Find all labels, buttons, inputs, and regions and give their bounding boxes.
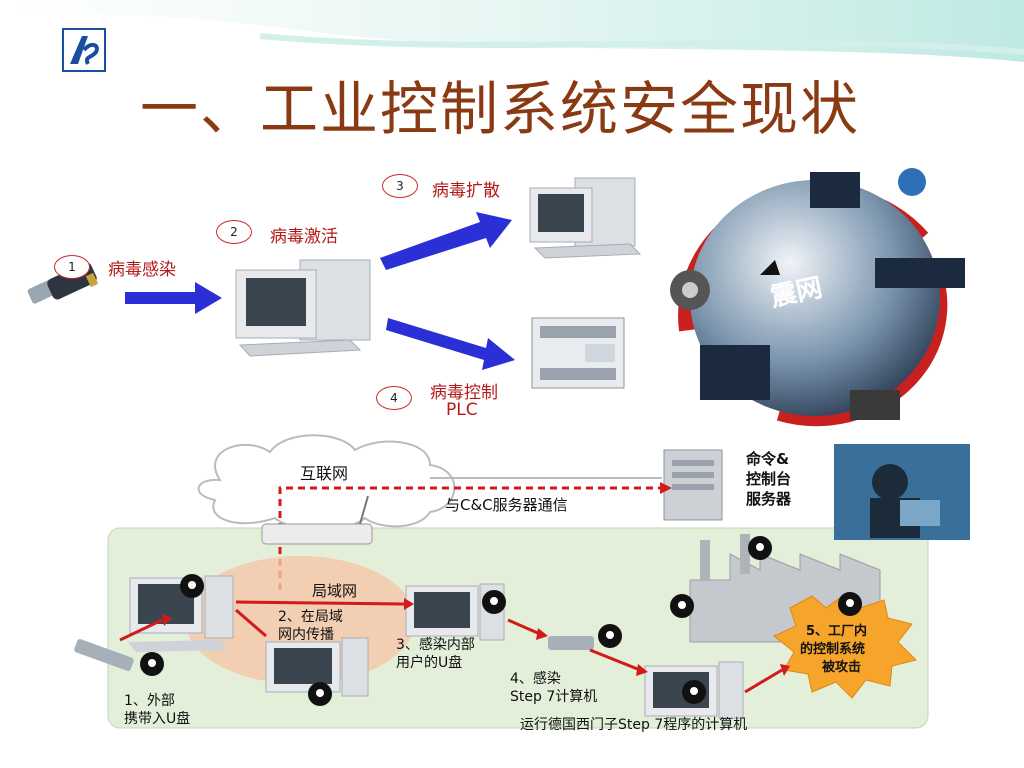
cc-server-icon <box>663 449 723 521</box>
server-label-line-1: 命令& <box>746 450 790 468</box>
lan-label: 局域网 <box>312 582 358 600</box>
plc-device-icon <box>531 317 625 389</box>
step5-line-1: 5、工厂内 <box>806 624 868 639</box>
step-2-label: 病毒激活 <box>270 227 338 247</box>
step2-line-2: 网内传播 <box>278 627 334 643</box>
attack-path-diagram <box>74 434 970 729</box>
step5-line-2: 的控制系统 <box>800 642 866 657</box>
step-4-number: 4 <box>376 386 412 410</box>
step2-line-1: 2、在局域 <box>278 609 343 625</box>
attacker-photo <box>834 444 970 540</box>
server-label-line-2: 控制台 <box>746 470 792 488</box>
pc-1-icon <box>128 575 234 652</box>
step5-line-3: 被攻击 <box>822 660 862 675</box>
spread-computer-icon <box>529 177 642 259</box>
pc-2-icon <box>265 637 369 697</box>
internet-cloud-icon <box>197 434 456 531</box>
step1-line-2: 携带入U盘 <box>124 711 191 727</box>
cc-comm-label: 与C&C服务器通信 <box>445 496 568 514</box>
step-4-label: 病毒控制 <box>430 383 498 403</box>
arrow-1-icon <box>125 282 222 314</box>
infection-flow-diagram <box>27 168 965 427</box>
attack-arrows <box>119 598 790 694</box>
step4-line-2: Step 7计算机 <box>510 689 598 705</box>
step3-line-1: 3、感染内部 <box>396 637 475 653</box>
router-icon <box>261 495 373 545</box>
logo-icon <box>70 36 99 65</box>
pc-3-icon <box>405 583 505 641</box>
step3-line-2: 用户的U盘 <box>396 655 463 671</box>
stuxnet-globe-icon <box>670 168 965 427</box>
internet-label: 互联网 <box>300 464 349 483</box>
arrow-to-spread-icon <box>380 212 512 270</box>
footer-label: 运行德国西门子Step 7程序的计算机 <box>520 717 748 733</box>
usb-internal-icon <box>548 636 594 650</box>
header-swoosh <box>0 0 1024 62</box>
step-4-label-plc: PLC <box>446 400 478 420</box>
usb-external-icon <box>74 639 134 671</box>
step-1-number: 1 <box>54 255 90 279</box>
step-2-number: 2 <box>216 220 252 244</box>
step-3-number: 3 <box>382 174 418 198</box>
server-label-line-3: 服务器 <box>746 490 792 508</box>
step4-line-1: 4、感染 <box>510 671 561 687</box>
step-3-label: 病毒扩散 <box>432 181 500 201</box>
step1-line-1: 1、外部 <box>124 693 175 709</box>
page-title: 一、工业控制系统安全现状 <box>140 75 861 143</box>
step-1-label: 病毒感染 <box>108 260 176 280</box>
cc-dashed-path <box>278 486 660 590</box>
arrow-to-plc-icon <box>386 318 515 370</box>
company-logo <box>62 28 106 72</box>
desktop-computer-icon <box>235 259 371 357</box>
skull-marks <box>148 543 854 697</box>
